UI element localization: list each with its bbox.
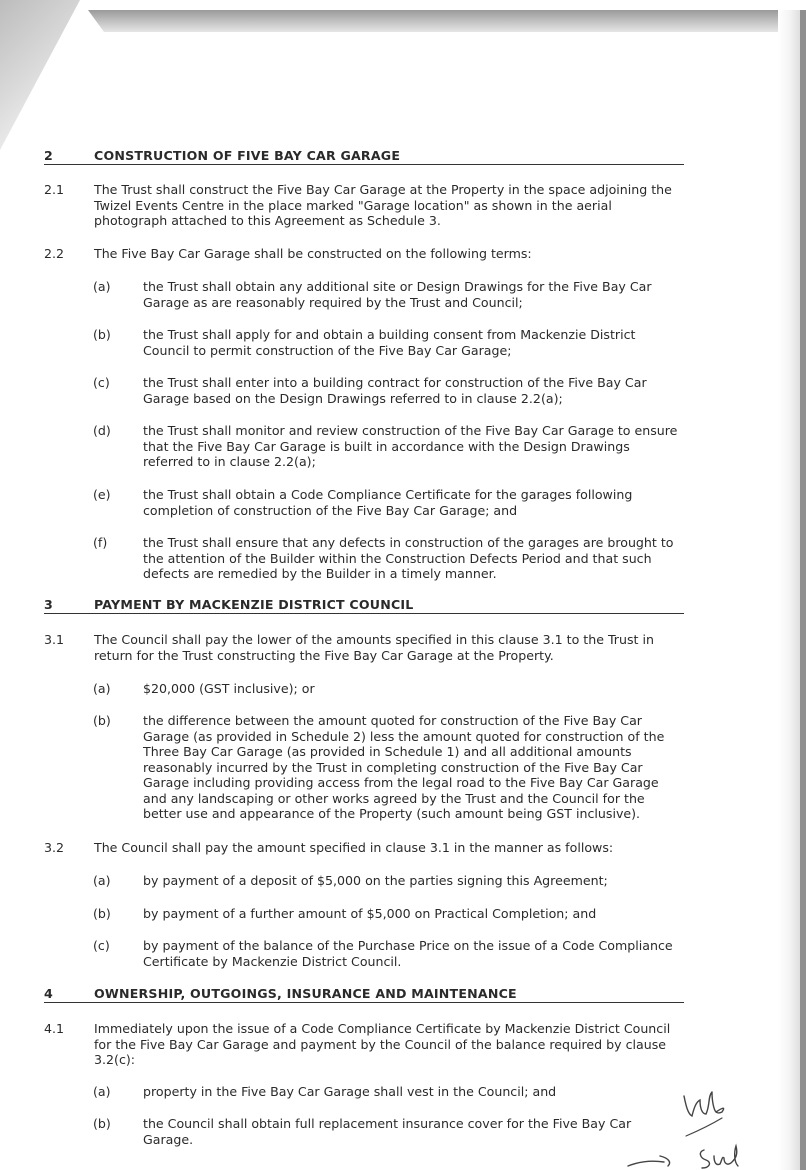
subclause-text: $20,000 (GST inclusive); or [143, 681, 315, 696]
subclause-label: (a) [93, 873, 111, 888]
section-heading-2: 2 CONSTRUCTION OF FIVE BAY CAR GARAGE [44, 148, 684, 165]
subclause-text: the Trust shall obtain a Code Compliance… [143, 487, 633, 518]
section-number: 3 [44, 597, 53, 612]
clause-number: 4.1 [44, 1021, 65, 1036]
subclause-text: property in the Five Bay Car Garage shal… [143, 1084, 557, 1099]
clause-number: 2.2 [44, 246, 65, 261]
subclause-label: (b) [93, 906, 111, 921]
section-number: 4 [44, 986, 53, 1001]
handwritten-initials-2 [627, 1143, 739, 1169]
handwritten-initials-1 [683, 1091, 725, 1137]
subclause-text: the difference between the amount quoted… [143, 713, 665, 821]
subclause-label: (a) [93, 1084, 111, 1099]
section-title: CONSTRUCTION OF FIVE BAY CAR GARAGE [94, 148, 401, 163]
section-number: 2 [44, 148, 53, 163]
clause-text: Immediately upon the issue of a Code Com… [94, 1021, 671, 1067]
subclause-text: the Trust shall obtain any additional si… [143, 279, 652, 310]
clause-text: The Five Bay Car Garage shall be constru… [94, 246, 532, 261]
subclause-text: the Trust shall ensure that any defects … [143, 535, 674, 581]
clause-number: 3.2 [44, 840, 65, 855]
section-heading-4: 4 OWNERSHIP, OUTGOINGS, INSURANCE AND MA… [44, 986, 684, 1003]
section-title: OWNERSHIP, OUTGOINGS, INSURANCE AND MAIN… [94, 986, 517, 1001]
clause-number: 3.1 [44, 632, 65, 647]
subclause-text: by payment of a further amount of $5,000… [143, 906, 597, 921]
subclause-label: (f) [93, 535, 108, 550]
subclause-label: (a) [93, 681, 111, 696]
subclause-text: the Council shall obtain full replacemen… [143, 1116, 632, 1147]
section-title: PAYMENT BY MACKENZIE DISTRICT COUNCIL [94, 597, 414, 612]
subclause-text: by payment of the balance of the Purchas… [143, 938, 673, 969]
clause-number: 2.1 [44, 182, 65, 197]
scan-edge-right [800, 10, 806, 1170]
subclause-label: (c) [93, 375, 110, 390]
subclause-label: (b) [93, 327, 111, 342]
subclause-label: (c) [93, 938, 110, 953]
subclause-label: (b) [93, 1116, 111, 1131]
subclause-label: (e) [93, 487, 111, 502]
subclause-text: the Trust shall enter into a building co… [143, 375, 647, 406]
clause-text: The Trust shall construct the Five Bay C… [94, 182, 672, 228]
subclause-text: by payment of a deposit of $5,000 on the… [143, 873, 608, 888]
section-heading-3: 3 PAYMENT BY MACKENZIE DISTRICT COUNCIL [44, 597, 684, 614]
subclause-text: the Trust shall apply for and obtain a b… [143, 327, 636, 358]
subclause-label: (d) [93, 423, 111, 438]
scan-shadow-top [88, 10, 778, 32]
subclause-label: (b) [93, 713, 111, 728]
clause-text: The Council shall pay the lower of the a… [94, 632, 654, 663]
clause-text: The Council shall pay the amount specifi… [94, 840, 614, 855]
subclause-label: (a) [93, 279, 111, 294]
subclause-text: the Trust shall monitor and review const… [143, 423, 678, 469]
